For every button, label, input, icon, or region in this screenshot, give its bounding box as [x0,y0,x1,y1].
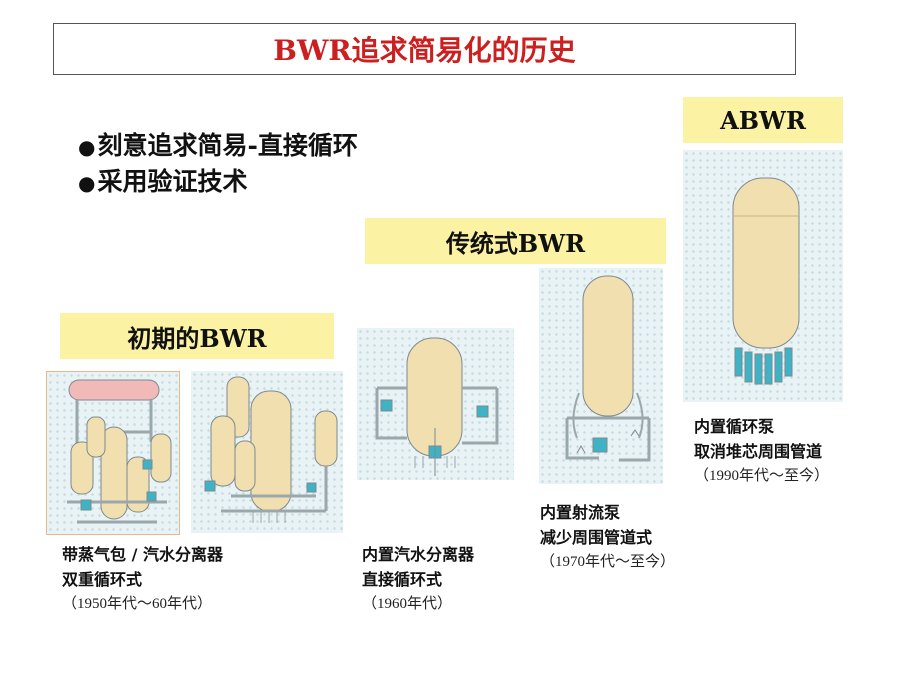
bullet-text-1: 刻意追求简易-直接循环 [97,131,358,160]
reactor-illustration-separator-type [191,371,343,533]
caption-early-line2: 双重循环式 [62,570,143,589]
caption-jet-pump-line2: 减少周围管道式 [540,528,653,547]
caption-internal-separator: 内置汽水分离器 直接循环式 （1960年代） [362,542,474,617]
bullet-icon: ● [78,171,96,195]
caption-early-bwr: 带蒸气包 / 汽水分离器 双重循环式 （1950年代～60年代） [62,542,223,617]
label-abwr-text: ABWR [720,105,806,135]
caption-abwr-line2: 取消堆芯周围管道 [694,442,823,461]
era-internal-separator: （1960年代） [362,596,453,612]
caption-jet-pump-line1: 内置射流泵 [540,503,621,522]
label-traditional-bwr: 传统式BWR [365,218,666,264]
label-early-bwr: 初期的BWR [60,313,334,359]
reactor-illustration-jet-pump [539,268,663,484]
reactor-illustration-internal-separator [357,328,514,480]
era-jet-pump: （1970年代～至今） [540,554,676,570]
caption-internal-separator-line2: 直接循环式 [362,570,443,589]
label-early-text: 初期的BWR [127,323,267,353]
caption-early-line1: 带蒸气包 / 汽水分离器 [62,545,223,564]
label-traditional-text: 传统式BWR [445,228,586,258]
reactor-illustration-drum-type [46,371,180,535]
era-abwr: （1990年代～至今） [694,468,830,484]
title-box: BWR追求简易化的历史 [53,23,796,75]
bullet-item-1: ●刻意追求简易-直接循环 [78,126,358,162]
reactor-illustration-abwr [683,150,843,402]
era-early: （1950年代～60年代） [62,596,213,612]
caption-internal-separator-line1: 内置汽水分离器 [362,545,475,564]
caption-abwr: 内置循环泵 取消堆芯周围管道 （1990年代～至今） [694,414,829,489]
caption-abwr-line1: 内置循环泵 [694,417,775,436]
bullet-icon: ● [78,135,96,159]
bullet-item-2: ●采用验证技术 [78,162,247,198]
bullet-text-2: 采用验证技术 [97,167,248,196]
label-abwr: ABWR [683,97,843,143]
page-title: BWR追求简易化的历史 [273,34,576,67]
caption-jet-pump: 内置射流泵 减少周围管道式 （1970年代～至今） [540,500,675,575]
